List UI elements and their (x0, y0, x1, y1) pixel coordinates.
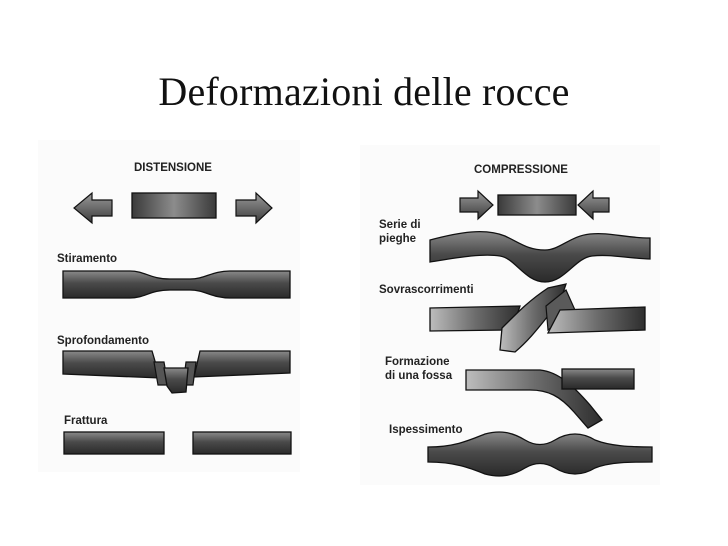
fossa-subduction (465, 368, 635, 429)
stiramento-label: Stiramento (57, 253, 118, 265)
pieghe-fold (429, 231, 651, 283)
pieghe-label-line2: pieghe (379, 233, 417, 245)
frattura-blocks (63, 431, 292, 455)
distensione-heading: DISTENSIONE (134, 162, 212, 174)
ispessimento-layer (427, 431, 653, 477)
arrow-right-icon (235, 191, 273, 225)
compressione-heading: COMPRESSIONE (474, 164, 568, 176)
slide-title: Deformazioni delle rocce (158, 69, 570, 114)
stiramento-layer (62, 270, 291, 299)
sprofondamento-label: Sprofondamento (57, 335, 149, 347)
sprofondamento-graben (62, 350, 291, 394)
sovrascorrimenti-thrust (429, 283, 646, 353)
arrow-inward-right-icon (577, 189, 610, 221)
pieghe-label-line1: Serie di (379, 219, 421, 231)
fossa-label-line1: Formazione (385, 356, 450, 368)
compressione-block (497, 194, 577, 216)
distensione-block (131, 192, 217, 219)
ispessimento-label: Ispessimento (389, 424, 463, 436)
sovrascorrimenti-label: Sovrascorrimenti (379, 284, 474, 296)
fossa-label-line2: di una fossa (385, 370, 453, 382)
arrow-inward-left-icon (459, 189, 494, 221)
arrow-left-icon (73, 191, 113, 225)
frattura-label: Frattura (64, 415, 108, 427)
